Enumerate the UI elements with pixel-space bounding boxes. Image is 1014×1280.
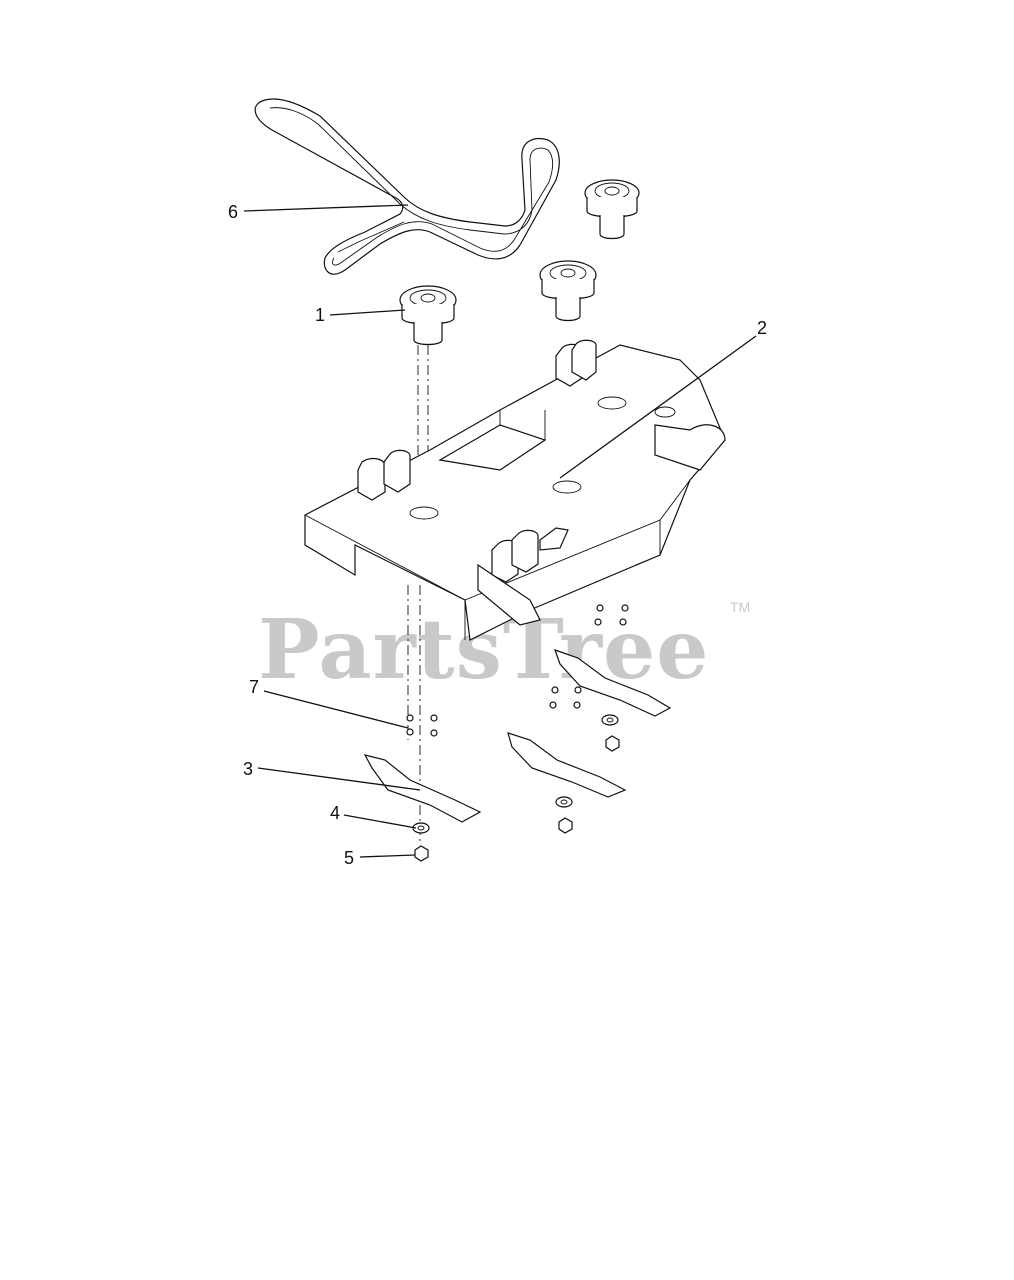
- callout-5[interactable]: 5: [344, 848, 354, 868]
- mower-blade-right-upper[interactable]: [554, 649, 672, 717]
- bolt-set-upper-right[interactable]: [594, 604, 629, 626]
- leader-lines: [243, 204, 757, 858]
- bolt-set-lower-right[interactable]: [549, 686, 582, 709]
- spindle-assembly-2[interactable]: [539, 260, 597, 322]
- watermark-trademark: TM: [730, 599, 750, 615]
- callout-4[interactable]: 4: [330, 803, 340, 823]
- callout-6[interactable]: 6: [228, 202, 238, 222]
- callout-7[interactable]: 7: [249, 677, 259, 697]
- callout-3[interactable]: 3: [243, 759, 253, 779]
- callout-labels: 6 1 2 7 3 4 5: [228, 202, 767, 868]
- bolt-set-left[interactable]: [406, 714, 438, 737]
- mower-blade-left[interactable]: [363, 754, 482, 823]
- deck-shell[interactable]: [304, 339, 726, 641]
- spindle-assembly-1[interactable]: [399, 285, 457, 346]
- callout-1[interactable]: 1: [315, 305, 325, 325]
- mower-blade-right-lower[interactable]: [507, 732, 627, 798]
- callout-2[interactable]: 2: [757, 318, 767, 338]
- spindle-assembly-3[interactable]: [584, 179, 640, 240]
- nut-set[interactable]: [414, 735, 620, 862]
- drive-belt[interactable]: [254, 98, 560, 275]
- washer-set[interactable]: [412, 714, 619, 834]
